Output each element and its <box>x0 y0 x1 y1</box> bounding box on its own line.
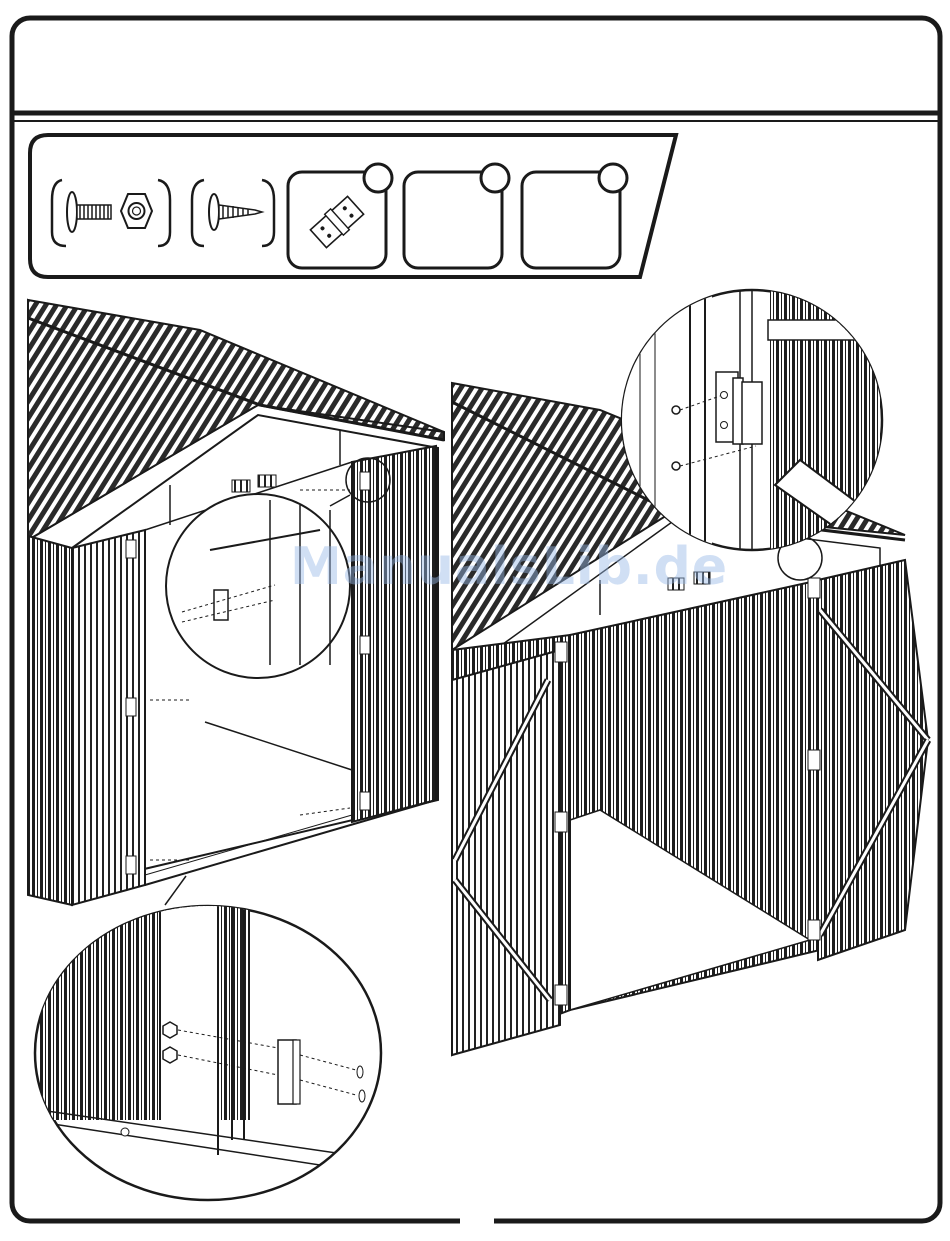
empty-part-slot-2 <box>522 164 627 268</box>
shed-left-illustration <box>28 300 444 905</box>
hardware-parts-panel <box>30 135 676 277</box>
door-hinge-icon <box>288 164 392 268</box>
empty-part-slot-1 <box>404 164 509 268</box>
hinge-detail-callout-bottom <box>35 900 385 1200</box>
